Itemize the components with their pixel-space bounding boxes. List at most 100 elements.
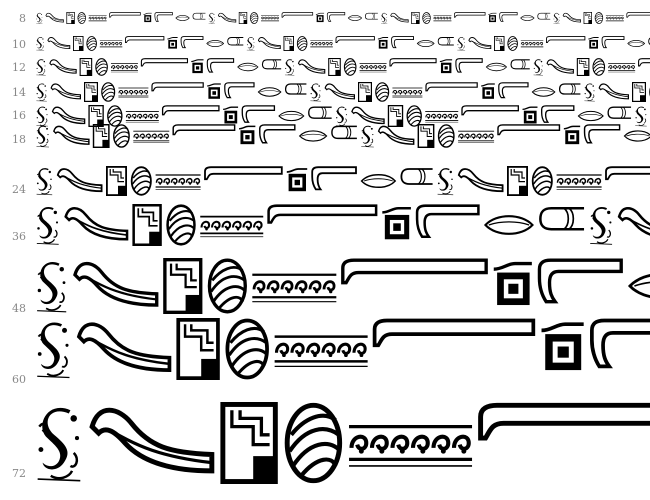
filled-square-frame-glyph <box>493 261 532 306</box>
long-rule-glyph <box>335 36 375 44</box>
curved-bracket-bar-glyph <box>391 36 414 49</box>
curved-bracket-bar-glyph <box>541 105 575 123</box>
long-rule-glyph <box>125 36 165 44</box>
ornate-s-initial-glyph <box>37 262 67 313</box>
striped-sphere-glyph <box>375 82 390 102</box>
lens-ornament-glyph <box>484 215 534 235</box>
vine-border-strip-glyph <box>110 63 138 73</box>
striped-sphere-glyph <box>249 12 259 24</box>
long-rule-glyph <box>461 105 519 116</box>
swash-bar-glyph <box>53 125 90 145</box>
corner-square-ornament-glyph <box>238 12 248 25</box>
lens-ornament-glyph <box>531 87 556 97</box>
swash-bar-glyph <box>377 125 415 145</box>
rounded-end-bar-glyph <box>308 106 332 119</box>
swash-bar-glyph <box>390 12 409 23</box>
lens-ornament-glyph <box>298 130 328 142</box>
striped-sphere-glyph <box>95 58 108 76</box>
filled-square-frame-glyph <box>588 37 599 49</box>
long-rule-glyph <box>267 204 378 224</box>
swash-bar-glyph <box>45 12 64 23</box>
vine-border-strip-glyph <box>125 111 159 123</box>
striped-sphere-glyph <box>531 166 553 196</box>
filled-square-frame-glyph <box>488 12 497 23</box>
long-rule-glyph <box>497 124 561 136</box>
corner-square-ornament-glyph <box>84 82 99 103</box>
striped-sphere-glyph <box>86 36 97 51</box>
size-label-72: 72 <box>12 467 26 480</box>
corner-square-ornament-glyph <box>88 105 104 127</box>
vine-border-strip-glyph <box>274 335 368 367</box>
corner-square-ornament-glyph <box>73 36 84 52</box>
vine-border-strip-glyph <box>425 111 459 123</box>
swash-bar-glyph <box>257 37 281 50</box>
ornate-s-initial-glyph <box>36 37 45 51</box>
striped-sphere-glyph <box>592 58 606 76</box>
lens-ornament-glyph <box>628 274 650 298</box>
striped-sphere-glyph <box>77 12 86 24</box>
striped-sphere-glyph <box>113 124 130 148</box>
swash-bar-glyph <box>297 59 326 74</box>
long-rule-glyph <box>172 124 236 136</box>
swash-bar-glyph <box>73 261 159 307</box>
long-rule-glyph <box>372 318 536 348</box>
filled-square-frame-glyph <box>382 206 411 240</box>
rounded-end-bar-glyph <box>648 37 650 45</box>
lens-ornament-glyph <box>175 15 190 21</box>
long-rule-glyph <box>109 12 141 18</box>
size-label-14: 14 <box>12 86 26 99</box>
vine-border-strip-glyph <box>99 40 123 48</box>
long-rule-glyph <box>341 258 488 285</box>
corner-square-ornament-glyph <box>494 36 505 52</box>
size-label-18: 18 <box>12 133 26 146</box>
vine-border-strip-glyph <box>359 63 387 73</box>
striped-sphere-glyph <box>422 12 431 24</box>
filled-square-frame-glyph <box>522 106 538 124</box>
corner-square-ornament-glyph <box>387 105 404 127</box>
vine-border-strip-glyph <box>200 215 264 238</box>
lens-ornament-glyph <box>485 62 508 72</box>
corner-square-ornament-glyph <box>106 166 128 197</box>
corner-square-ornament-glyph <box>220 402 278 484</box>
corner-square-ornament-glyph <box>283 36 295 52</box>
ornate-s-initial-glyph <box>635 106 647 127</box>
curved-bracket-bar-glyph <box>499 12 518 22</box>
corner-square-ornament-glyph <box>163 258 203 315</box>
rounded-end-bar-glyph <box>365 12 378 20</box>
lens-ornament-glyph <box>237 62 259 72</box>
long-rule-glyph <box>161 105 220 116</box>
ornate-s-initial-glyph <box>36 125 49 148</box>
long-rule-glyph <box>626 12 650 18</box>
filled-square-frame-glyph <box>481 83 495 99</box>
swash-bar-glyph <box>76 322 172 372</box>
striped-sphere-glyph <box>207 258 247 314</box>
long-rule-glyph <box>151 82 204 92</box>
striped-sphere-glyph <box>166 204 196 246</box>
curved-bracket-bar-glyph <box>180 36 204 49</box>
size-label-24: 24 <box>12 183 26 196</box>
curved-bracket-bar-glyph <box>590 318 650 369</box>
vine-border-strip-glyph <box>252 273 337 303</box>
lens-ornament-glyph <box>360 173 397 189</box>
long-rule-glyph <box>425 82 478 92</box>
corner-square-ornament-glyph <box>92 124 110 149</box>
lens-ornament-glyph <box>416 39 435 48</box>
size-label-10: 10 <box>12 38 26 51</box>
filled-square-frame-glyph <box>377 37 389 49</box>
curved-bracket-bar-glyph <box>601 36 625 49</box>
corner-square-ornament-glyph <box>79 58 93 77</box>
ornate-s-initial-glyph <box>36 207 59 245</box>
striped-sphere-glyph <box>107 105 123 127</box>
long-rule-glyph <box>454 12 486 18</box>
corner-square-ornament-glyph <box>411 12 420 25</box>
striped-sphere-glyph <box>406 105 422 127</box>
vine-border-strip-glyph <box>261 15 280 22</box>
vine-border-strip-glyph <box>520 40 544 48</box>
lens-ornament-glyph <box>623 130 650 142</box>
rounded-end-bar-glyph <box>284 83 307 95</box>
ornate-s-initial-glyph <box>590 207 613 245</box>
long-rule-glyph <box>546 36 586 44</box>
ornate-s-initial-glyph <box>246 37 255 51</box>
swash-bar-glyph <box>562 12 582 23</box>
ornate-s-initial-glyph <box>584 83 595 102</box>
